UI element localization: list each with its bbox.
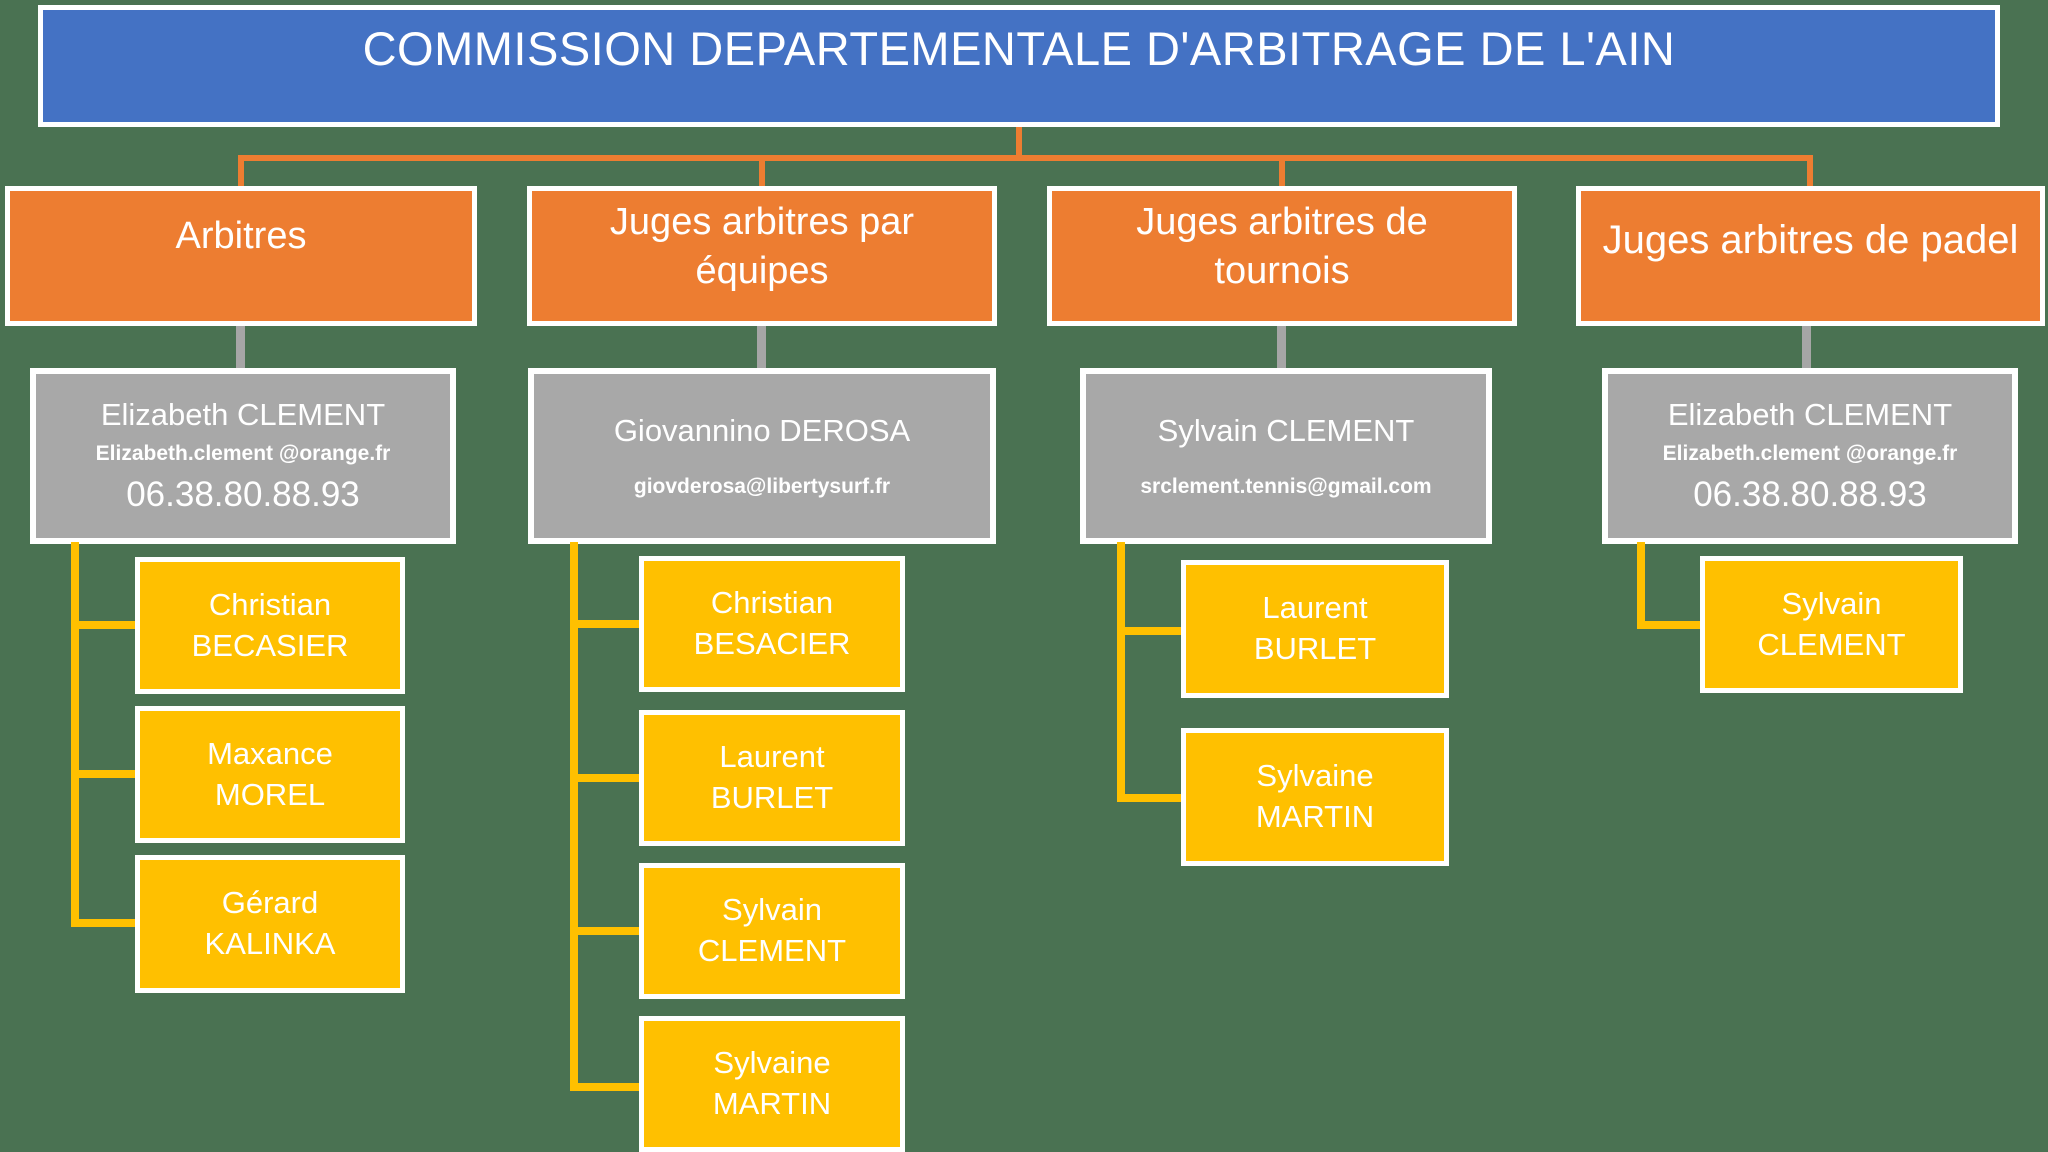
head-name: Elizabeth CLEMENT bbox=[100, 397, 386, 432]
member-last-name: BESACIER bbox=[693, 626, 851, 661]
member-card: Gérard KALINKA bbox=[135, 855, 405, 993]
member-last-name: CLEMENT bbox=[697, 933, 847, 968]
member-first-name: Sylvaine bbox=[713, 1045, 831, 1081]
head-card-3: Sylvain CLEMENT srclement.tennis@gmail.c… bbox=[1080, 368, 1492, 544]
member-last-name: KALINKA bbox=[204, 926, 336, 961]
member-first-name: Maxance bbox=[207, 735, 333, 771]
branch-label-juges-arbitres-padel: Juges arbitres de padel bbox=[1576, 186, 2045, 326]
connector-member-elbow bbox=[570, 927, 639, 935]
connector-member-trunk-4 bbox=[1637, 542, 1645, 629]
connector-member-trunk-1 bbox=[71, 542, 79, 927]
connector-stub-branch-4 bbox=[1807, 155, 1813, 188]
head-email: Elizabeth.clement @orange.fr bbox=[95, 442, 391, 465]
connector-member-elbow bbox=[570, 620, 639, 628]
member-card: Sylvain CLEMENT bbox=[1700, 556, 1963, 693]
head-name: Giovannino DEROSA bbox=[613, 413, 911, 448]
member-card: Laurent BURLET bbox=[639, 710, 905, 846]
head-card-1: Elizabeth CLEMENT Elizabeth.clement @ora… bbox=[30, 368, 456, 544]
connector-head-stub-3 bbox=[1277, 326, 1286, 368]
connector-stub-branch-3 bbox=[1279, 155, 1285, 188]
head-card-4: Elizabeth CLEMENT Elizabeth.clement @ora… bbox=[1602, 368, 2018, 544]
connector-member-elbow bbox=[1117, 627, 1181, 635]
branch-label-arbitres: Arbitres bbox=[5, 186, 477, 326]
connector-member-elbow bbox=[570, 1083, 639, 1091]
member-last-name: CLEMENT bbox=[1757, 626, 1906, 662]
connector-head-stub-4 bbox=[1802, 326, 1811, 368]
branch-label-juges-arbitres-equipes: Juges arbitres par équipes bbox=[527, 186, 997, 326]
head-email: Elizabeth.clement @orange.fr bbox=[1662, 442, 1958, 465]
connector-rail bbox=[238, 155, 1813, 161]
member-last-name: MARTIN bbox=[712, 1086, 832, 1121]
member-card: Sylvaine MARTIN bbox=[639, 1016, 905, 1152]
connector-stub-branch-1 bbox=[238, 155, 244, 188]
head-phone: 06.38.80.88.93 bbox=[126, 475, 360, 514]
connector-member-elbow bbox=[1117, 794, 1181, 802]
member-card: Maxance MOREL bbox=[135, 706, 405, 843]
connector-title-stub bbox=[1016, 127, 1022, 161]
branch-label-juges-arbitres-tournois: Juges arbitres de tournois bbox=[1047, 186, 1517, 326]
connector-member-trunk-3 bbox=[1117, 542, 1125, 802]
connector-stub-branch-2 bbox=[759, 155, 765, 188]
member-first-name: Laurent bbox=[719, 739, 825, 775]
head-card-2: Giovannino DEROSA giovderosa@libertysurf… bbox=[528, 368, 996, 544]
connector-head-stub-2 bbox=[757, 326, 766, 368]
member-last-name: MOREL bbox=[214, 776, 326, 812]
member-first-name: Gérard bbox=[221, 885, 319, 921]
chart-title: COMMISSION DEPARTEMENTALE D'ARBITRAGE DE… bbox=[38, 5, 2000, 127]
member-last-name: BURLET bbox=[1253, 631, 1377, 666]
member-last-name: BURLET bbox=[710, 780, 834, 815]
member-first-name: Christian bbox=[208, 586, 332, 622]
head-name: Sylvain CLEMENT bbox=[1157, 413, 1415, 448]
head-email: giovderosa@libertysurf.fr bbox=[633, 475, 891, 498]
connector-member-elbow bbox=[570, 774, 639, 782]
connector-member-elbow bbox=[71, 621, 135, 629]
member-last-name: BECASIER bbox=[191, 627, 349, 663]
member-first-name: Sylvain bbox=[1781, 585, 1882, 621]
connector-member-elbow bbox=[71, 919, 135, 927]
connector-member-elbow bbox=[71, 770, 135, 778]
head-phone: 06.38.80.88.93 bbox=[1693, 475, 1927, 514]
member-first-name: Sylvaine bbox=[1256, 758, 1374, 794]
member-card: Christian BECASIER bbox=[135, 557, 405, 694]
member-first-name: Christian bbox=[710, 585, 834, 621]
member-last-name: MARTIN bbox=[1255, 799, 1375, 834]
head-email: srclement.tennis@gmail.com bbox=[1140, 475, 1432, 498]
member-card: Sylvaine MARTIN bbox=[1181, 728, 1449, 866]
connector-member-trunk-2 bbox=[570, 542, 578, 1091]
head-name: Elizabeth CLEMENT bbox=[1667, 397, 1953, 432]
connector-member-elbow bbox=[1637, 621, 1700, 629]
member-card: Sylvain CLEMENT bbox=[639, 863, 905, 999]
member-card: Laurent BURLET bbox=[1181, 560, 1449, 698]
member-first-name: Sylvain bbox=[722, 892, 822, 928]
member-card: Christian BESACIER bbox=[639, 556, 905, 692]
connector-head-stub-1 bbox=[236, 326, 245, 368]
member-first-name: Laurent bbox=[1262, 590, 1368, 626]
